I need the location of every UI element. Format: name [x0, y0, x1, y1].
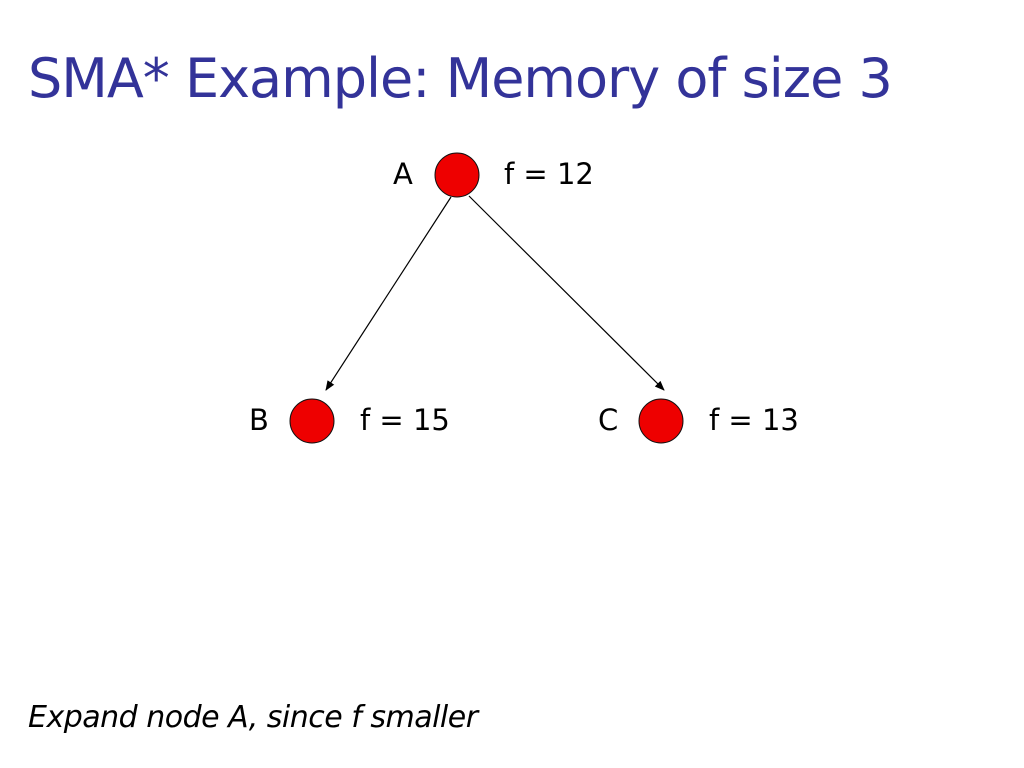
slide-caption: Expand node A, since f smaller: [28, 700, 478, 735]
edge-a-to-c: [468, 195, 665, 391]
node-a-circle: [434, 152, 480, 198]
node-b-f-value: f = 15: [360, 403, 450, 437]
node-b-label: B: [249, 403, 269, 437]
node-c-f-value: f = 13: [709, 403, 799, 437]
slide-title: SMA* Example: Memory of size 3: [28, 47, 893, 110]
node-a-label: A: [393, 157, 413, 191]
node-c-label: C: [598, 403, 618, 437]
node-b-circle: [289, 398, 335, 444]
node-c-circle: [638, 398, 684, 444]
edge-a-to-b: [325, 196, 452, 391]
node-a-f-value: f = 12: [504, 157, 594, 191]
